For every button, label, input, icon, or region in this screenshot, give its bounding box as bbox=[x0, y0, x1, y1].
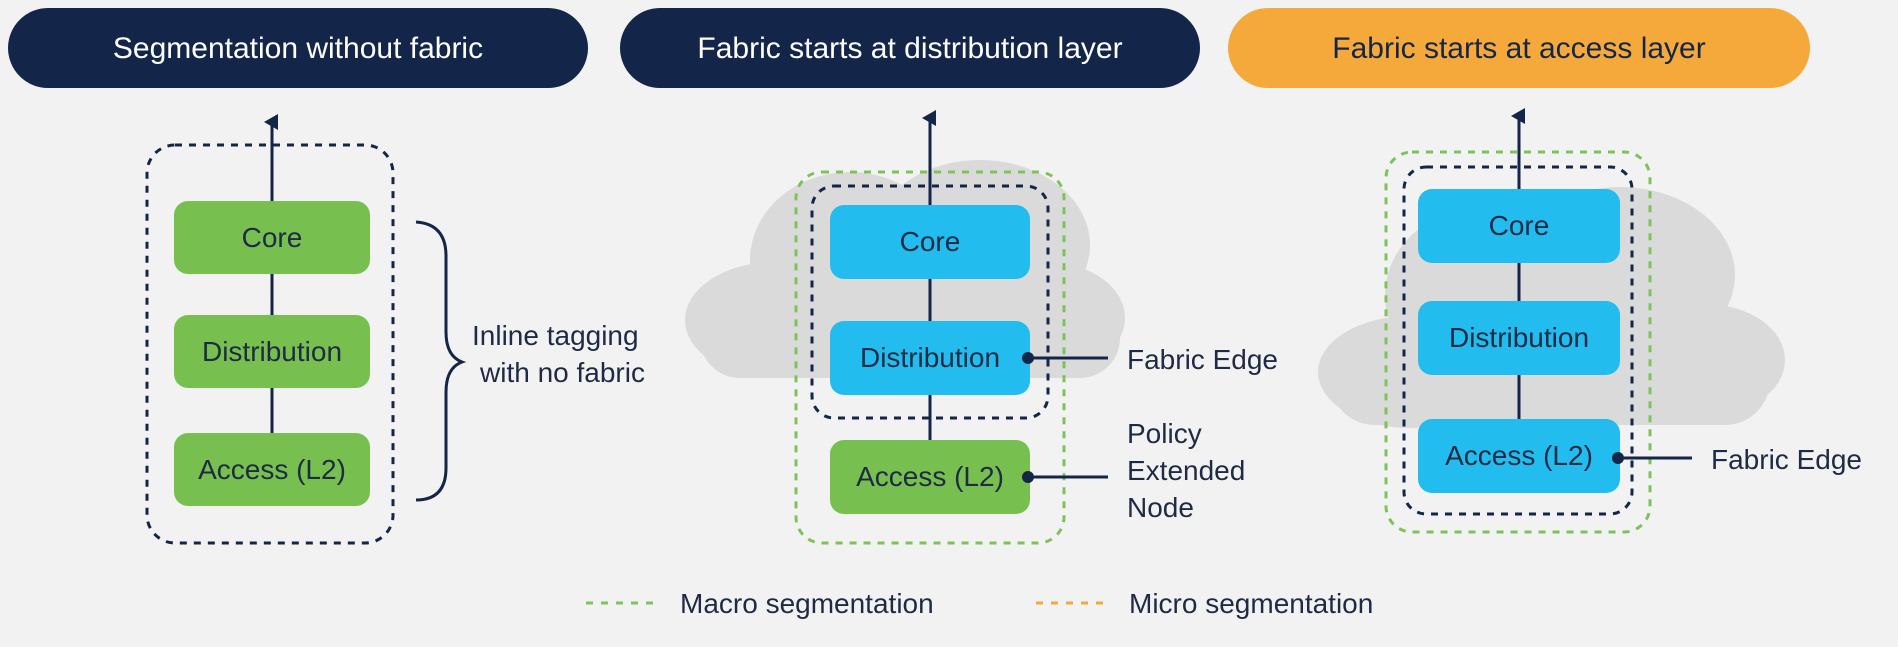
panel-fabric-at-access: Fabric starts at access layer Core Distr… bbox=[1228, 8, 1862, 534]
panel-1-core-node bbox=[174, 201, 370, 274]
panel-3-distribution-label: Distribution bbox=[1449, 322, 1589, 353]
panel-3-fabric-outline bbox=[1402, 165, 1634, 516]
panel-3-core-node bbox=[1418, 189, 1620, 263]
panel-2-distribution-label: Distribution bbox=[860, 342, 1000, 373]
panel-1-access-label: Access (L2) bbox=[198, 454, 346, 485]
panel-segmentation-without-fabric: Segmentation without fabric Core Distrib… bbox=[8, 8, 645, 545]
legend-micro-label: Micro segmentation bbox=[1129, 588, 1373, 619]
panel-3-access-node bbox=[1418, 419, 1620, 493]
panel-2-title-pill bbox=[620, 8, 1200, 88]
panel-1-brace-label-line-2: with no fabric bbox=[479, 357, 645, 388]
panel-1-segmentation-outline bbox=[145, 143, 395, 545]
panel-2-distribution-node bbox=[830, 321, 1030, 395]
panel-1-brace bbox=[415, 220, 467, 502]
panel-2-pen-label-line-3: Node bbox=[1127, 492, 1194, 523]
panel-1-distribution-label: Distribution bbox=[202, 336, 342, 367]
legend: Macro segmentation Micro segmentation bbox=[586, 588, 1373, 619]
panel-1-core-label: Core bbox=[242, 222, 303, 253]
panel-1-title: Segmentation without fabric bbox=[113, 32, 483, 65]
panel-2-pen-label-line-2: Extended bbox=[1127, 455, 1245, 486]
panel-2-access-label: Access (L2) bbox=[856, 461, 1004, 492]
panel-3-macro-outline bbox=[1384, 150, 1652, 534]
panel-1-brace-label-line-1: Inline tagging bbox=[472, 320, 639, 351]
panel-3-access-label: Access (L2) bbox=[1445, 440, 1593, 471]
legend-macro-label: Macro segmentation bbox=[680, 588, 934, 619]
panel-fabric-at-distribution: Fabric starts at distribution layer Core… bbox=[620, 8, 1278, 545]
panel-2-core-label: Core bbox=[900, 226, 961, 257]
panel-1-access-node bbox=[174, 433, 370, 506]
panel-3-distribution-node bbox=[1418, 301, 1620, 375]
panel-1-distribution-node bbox=[174, 315, 370, 388]
panel-2-core-node bbox=[830, 205, 1030, 279]
panel-3-fabric-edge-label: Fabric Edge bbox=[1711, 444, 1862, 475]
panel-2-title: Fabric starts at distribution layer bbox=[697, 32, 1122, 65]
panel-2-fabric-edge-label: Fabric Edge bbox=[1127, 344, 1278, 375]
panel-2-pen-label-line-1: Policy bbox=[1127, 418, 1202, 449]
panel-2-access-node bbox=[830, 440, 1030, 514]
panel-3-core-label: Core bbox=[1489, 210, 1550, 241]
panel-3-title-pill bbox=[1228, 8, 1810, 88]
panel-1-title-pill bbox=[8, 8, 588, 88]
panel-3-title: Fabric starts at access layer bbox=[1332, 32, 1705, 65]
